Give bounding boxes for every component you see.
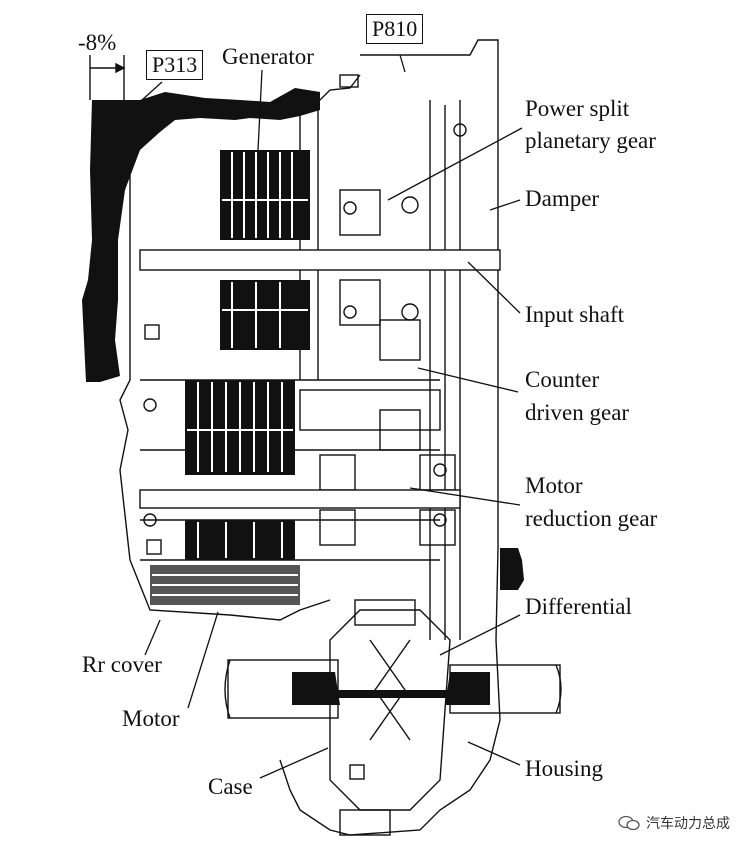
left-axle xyxy=(227,659,339,719)
rear-cover-section xyxy=(82,88,320,382)
differential-label: Differential xyxy=(525,594,632,619)
bearing xyxy=(339,279,381,326)
generator-windings xyxy=(220,150,310,350)
differential-gears xyxy=(292,672,490,705)
housing-outline xyxy=(279,39,501,836)
motor-reduction-gear-label-line2: reduction gear xyxy=(525,506,658,531)
differential-case xyxy=(329,609,451,811)
leader-lines xyxy=(141,54,523,779)
power-split-label-line1: Power split xyxy=(525,96,630,121)
counter-shaft xyxy=(299,389,441,431)
input-shaft xyxy=(139,249,501,271)
motor-label: Motor xyxy=(122,706,180,731)
motor-reduction-gear-label-line1: Motor xyxy=(525,473,583,498)
dimension-arrowhead xyxy=(115,62,126,74)
percent-label: -8% xyxy=(78,30,117,55)
bearing xyxy=(319,454,356,491)
chat-bubbles-icon xyxy=(618,815,640,831)
motor-windings xyxy=(150,380,300,605)
bearing xyxy=(379,319,421,361)
damper-label: Damper xyxy=(525,186,600,211)
part-code-right: P810 xyxy=(366,14,424,44)
watermark-text: 汽车动力总成 xyxy=(646,816,730,832)
power-split-label-line2: planetary gear xyxy=(525,128,656,153)
bearing xyxy=(419,509,456,546)
rear-cover-outline xyxy=(119,100,331,621)
part-code-left: P313 xyxy=(146,50,204,80)
housing-section-right xyxy=(500,548,524,590)
motor-shaft xyxy=(139,489,461,509)
rr-cover-label: Rr cover xyxy=(82,652,162,677)
counter-driven-gear-label-line2: driven gear xyxy=(525,400,630,425)
bearing xyxy=(339,189,381,236)
bearing xyxy=(319,509,356,546)
housing-label: Housing xyxy=(525,756,603,781)
counter-driven-gear-label-line1: Counter xyxy=(525,367,600,392)
input-shaft-label: Input shaft xyxy=(525,302,625,327)
bearing xyxy=(419,454,456,491)
watermark: 汽车动力总成 xyxy=(618,813,730,833)
case-label: Case xyxy=(208,774,253,799)
generator-label: Generator xyxy=(222,44,314,69)
